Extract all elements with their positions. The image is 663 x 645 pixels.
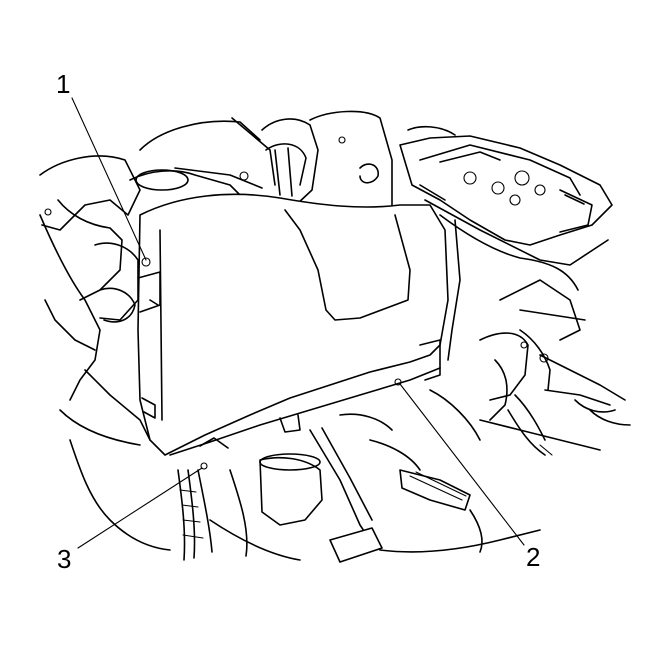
knee-bolster-panel [137,193,449,470]
callout-1-leader [71,97,147,261]
floor-outline [209,409,631,561]
callout-labels: 1 2 3 [56,69,540,574]
right-dash-structure [439,214,626,451]
wiring-harness [177,394,616,561]
callout-2-leader [399,383,525,546]
pedal-assembly [259,389,481,563]
steering-column-top [129,110,393,206]
callout-1-label: 1 [56,69,70,99]
radio-control-bezel [399,125,613,266]
callout-2-label: 2 [526,542,540,572]
left-support-structure [39,155,171,551]
callout-3-label: 3 [57,544,71,574]
callout-leaders [71,97,525,549]
callout-3-leader [77,467,203,549]
